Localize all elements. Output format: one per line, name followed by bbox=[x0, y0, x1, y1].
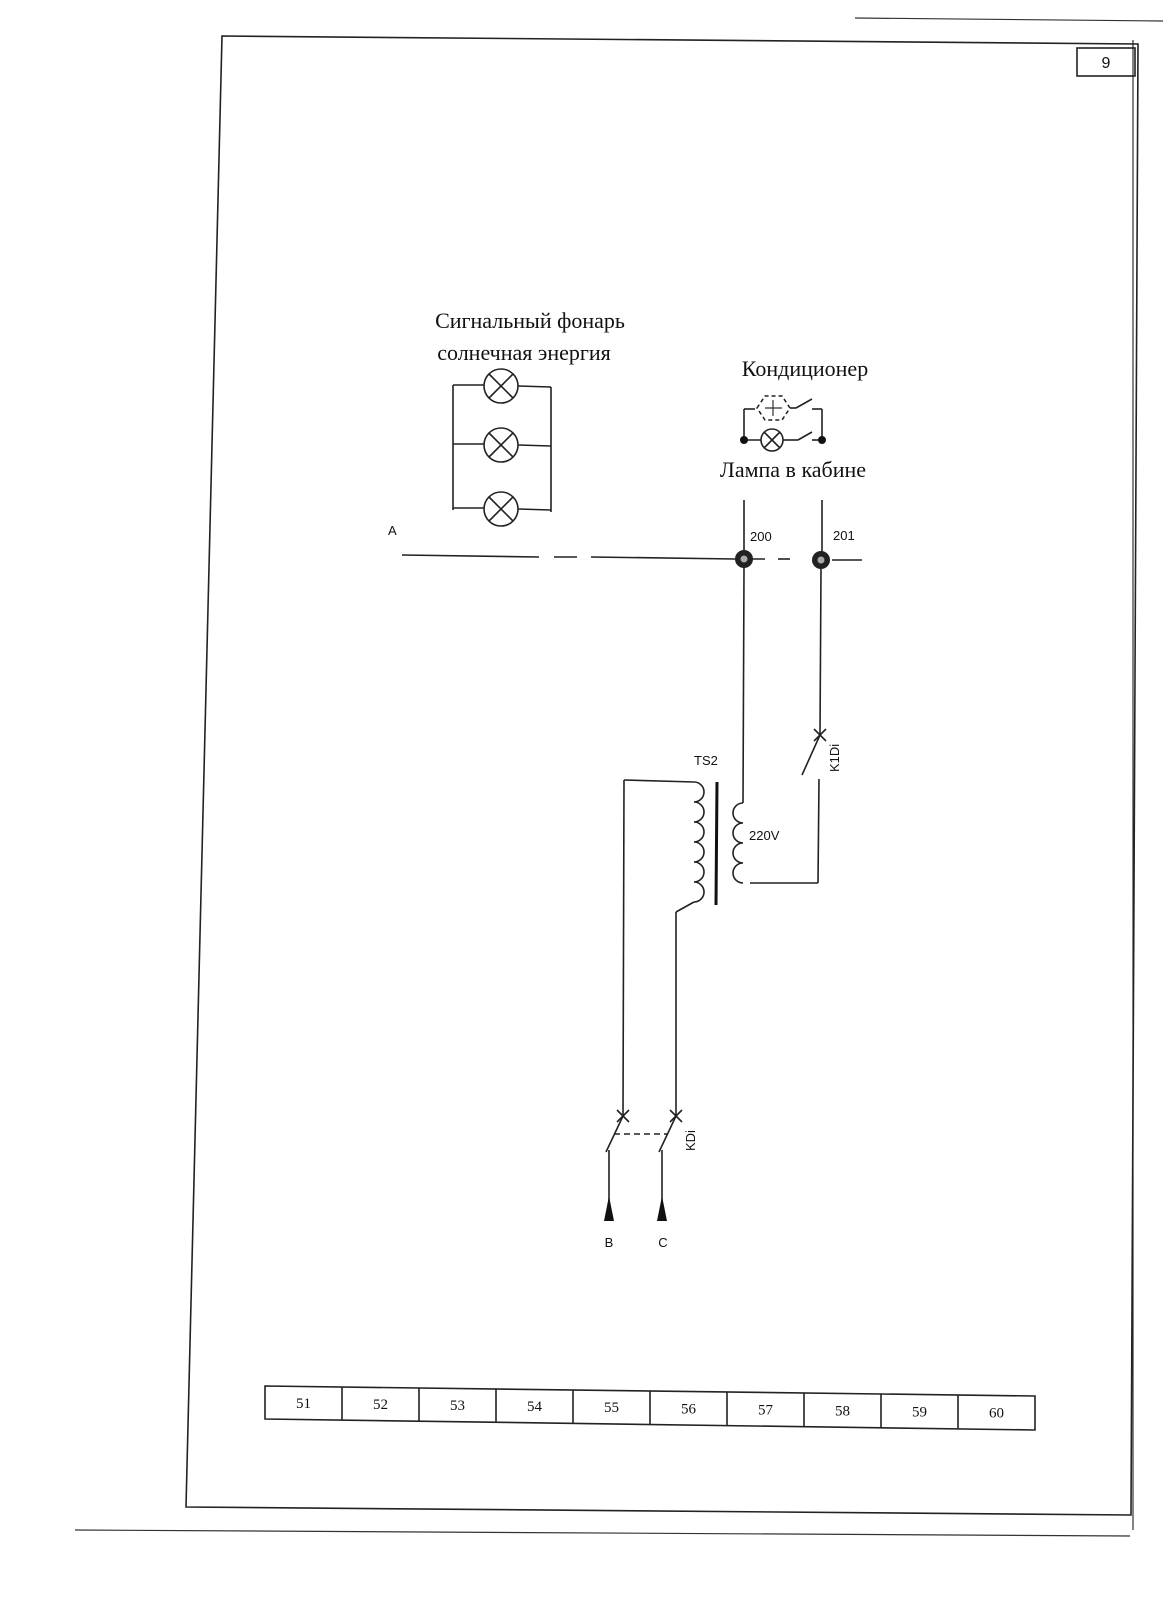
phase-c-label: C bbox=[658, 1235, 667, 1250]
column-number-cell: 60 bbox=[989, 1405, 1004, 1421]
kd-contact-icon bbox=[605, 1109, 683, 1153]
phase-b-arrow-icon bbox=[604, 1196, 614, 1221]
column-number-cell: 56 bbox=[681, 1401, 697, 1417]
signal-lamp-1-icon bbox=[483, 368, 519, 404]
column-number-cell: 52 bbox=[373, 1397, 388, 1413]
scan-edge-top bbox=[854, 17, 1163, 22]
scan-edge-bottom bbox=[74, 1529, 1131, 1537]
page-number: 9 bbox=[1102, 55, 1111, 72]
bus-line bbox=[590, 556, 736, 560]
aircon-icon bbox=[756, 395, 791, 421]
column-number-cell: 55 bbox=[604, 1400, 619, 1416]
k1d-contact-label: K1Di bbox=[827, 744, 842, 772]
column-number-cell: 59 bbox=[912, 1404, 927, 1420]
page-number-box bbox=[1076, 47, 1136, 77]
junction-dot bbox=[818, 436, 826, 444]
wire-secondary-top bbox=[623, 779, 695, 783]
transformer-name: TS2 bbox=[694, 753, 718, 768]
phase-a-label: A bbox=[388, 523, 397, 538]
lamps-title-line1: Сигнальный фонарь bbox=[435, 308, 625, 333]
transformer-icon bbox=[693, 781, 744, 906]
terminal-200 bbox=[735, 550, 753, 568]
column-number-cell: 51 bbox=[296, 1396, 311, 1412]
kd-contact-label: KDi bbox=[683, 1130, 698, 1151]
signal-lamp-3-icon bbox=[483, 491, 519, 527]
transformer-voltage: 220V bbox=[749, 828, 780, 843]
wire-secondary-bottom bbox=[675, 901, 695, 913]
wire-to-phase-b bbox=[622, 779, 625, 1117]
column-number-cell: 53 bbox=[450, 1398, 465, 1414]
cabin-lamp-label: Лампа в кабине bbox=[720, 457, 866, 482]
wire-k1d-down bbox=[817, 778, 820, 884]
column-number-cell: 54 bbox=[527, 1399, 543, 1415]
signal-lamps-group bbox=[452, 368, 552, 527]
signal-lamp-2-icon bbox=[483, 427, 519, 463]
junction-dot bbox=[740, 436, 748, 444]
column-number-cell: 58 bbox=[835, 1403, 850, 1419]
terminal-201-label: 201 bbox=[833, 528, 855, 543]
k1d-contact-icon bbox=[801, 728, 827, 776]
terminal-200-label: 200 bbox=[750, 529, 772, 544]
aircon-label: Кондиционер bbox=[742, 356, 868, 381]
lamps-title-line2: солнечная энергия bbox=[437, 340, 611, 365]
bus-line bbox=[401, 554, 540, 558]
column-number-strip: 51 52 53 54 55 56 57 58 59 60 bbox=[264, 1385, 1036, 1431]
wire-200-down bbox=[742, 567, 745, 804]
terminal-201 bbox=[812, 551, 830, 569]
phase-c-arrow-icon bbox=[657, 1196, 667, 1221]
drawing-frame bbox=[185, 35, 1139, 1516]
column-number-cell: 57 bbox=[758, 1402, 774, 1418]
cabin-circuit-group bbox=[740, 395, 826, 452]
wire-201-down bbox=[819, 568, 822, 735]
phase-b-label: B bbox=[605, 1235, 614, 1250]
cabin-lamp-icon bbox=[760, 428, 784, 452]
